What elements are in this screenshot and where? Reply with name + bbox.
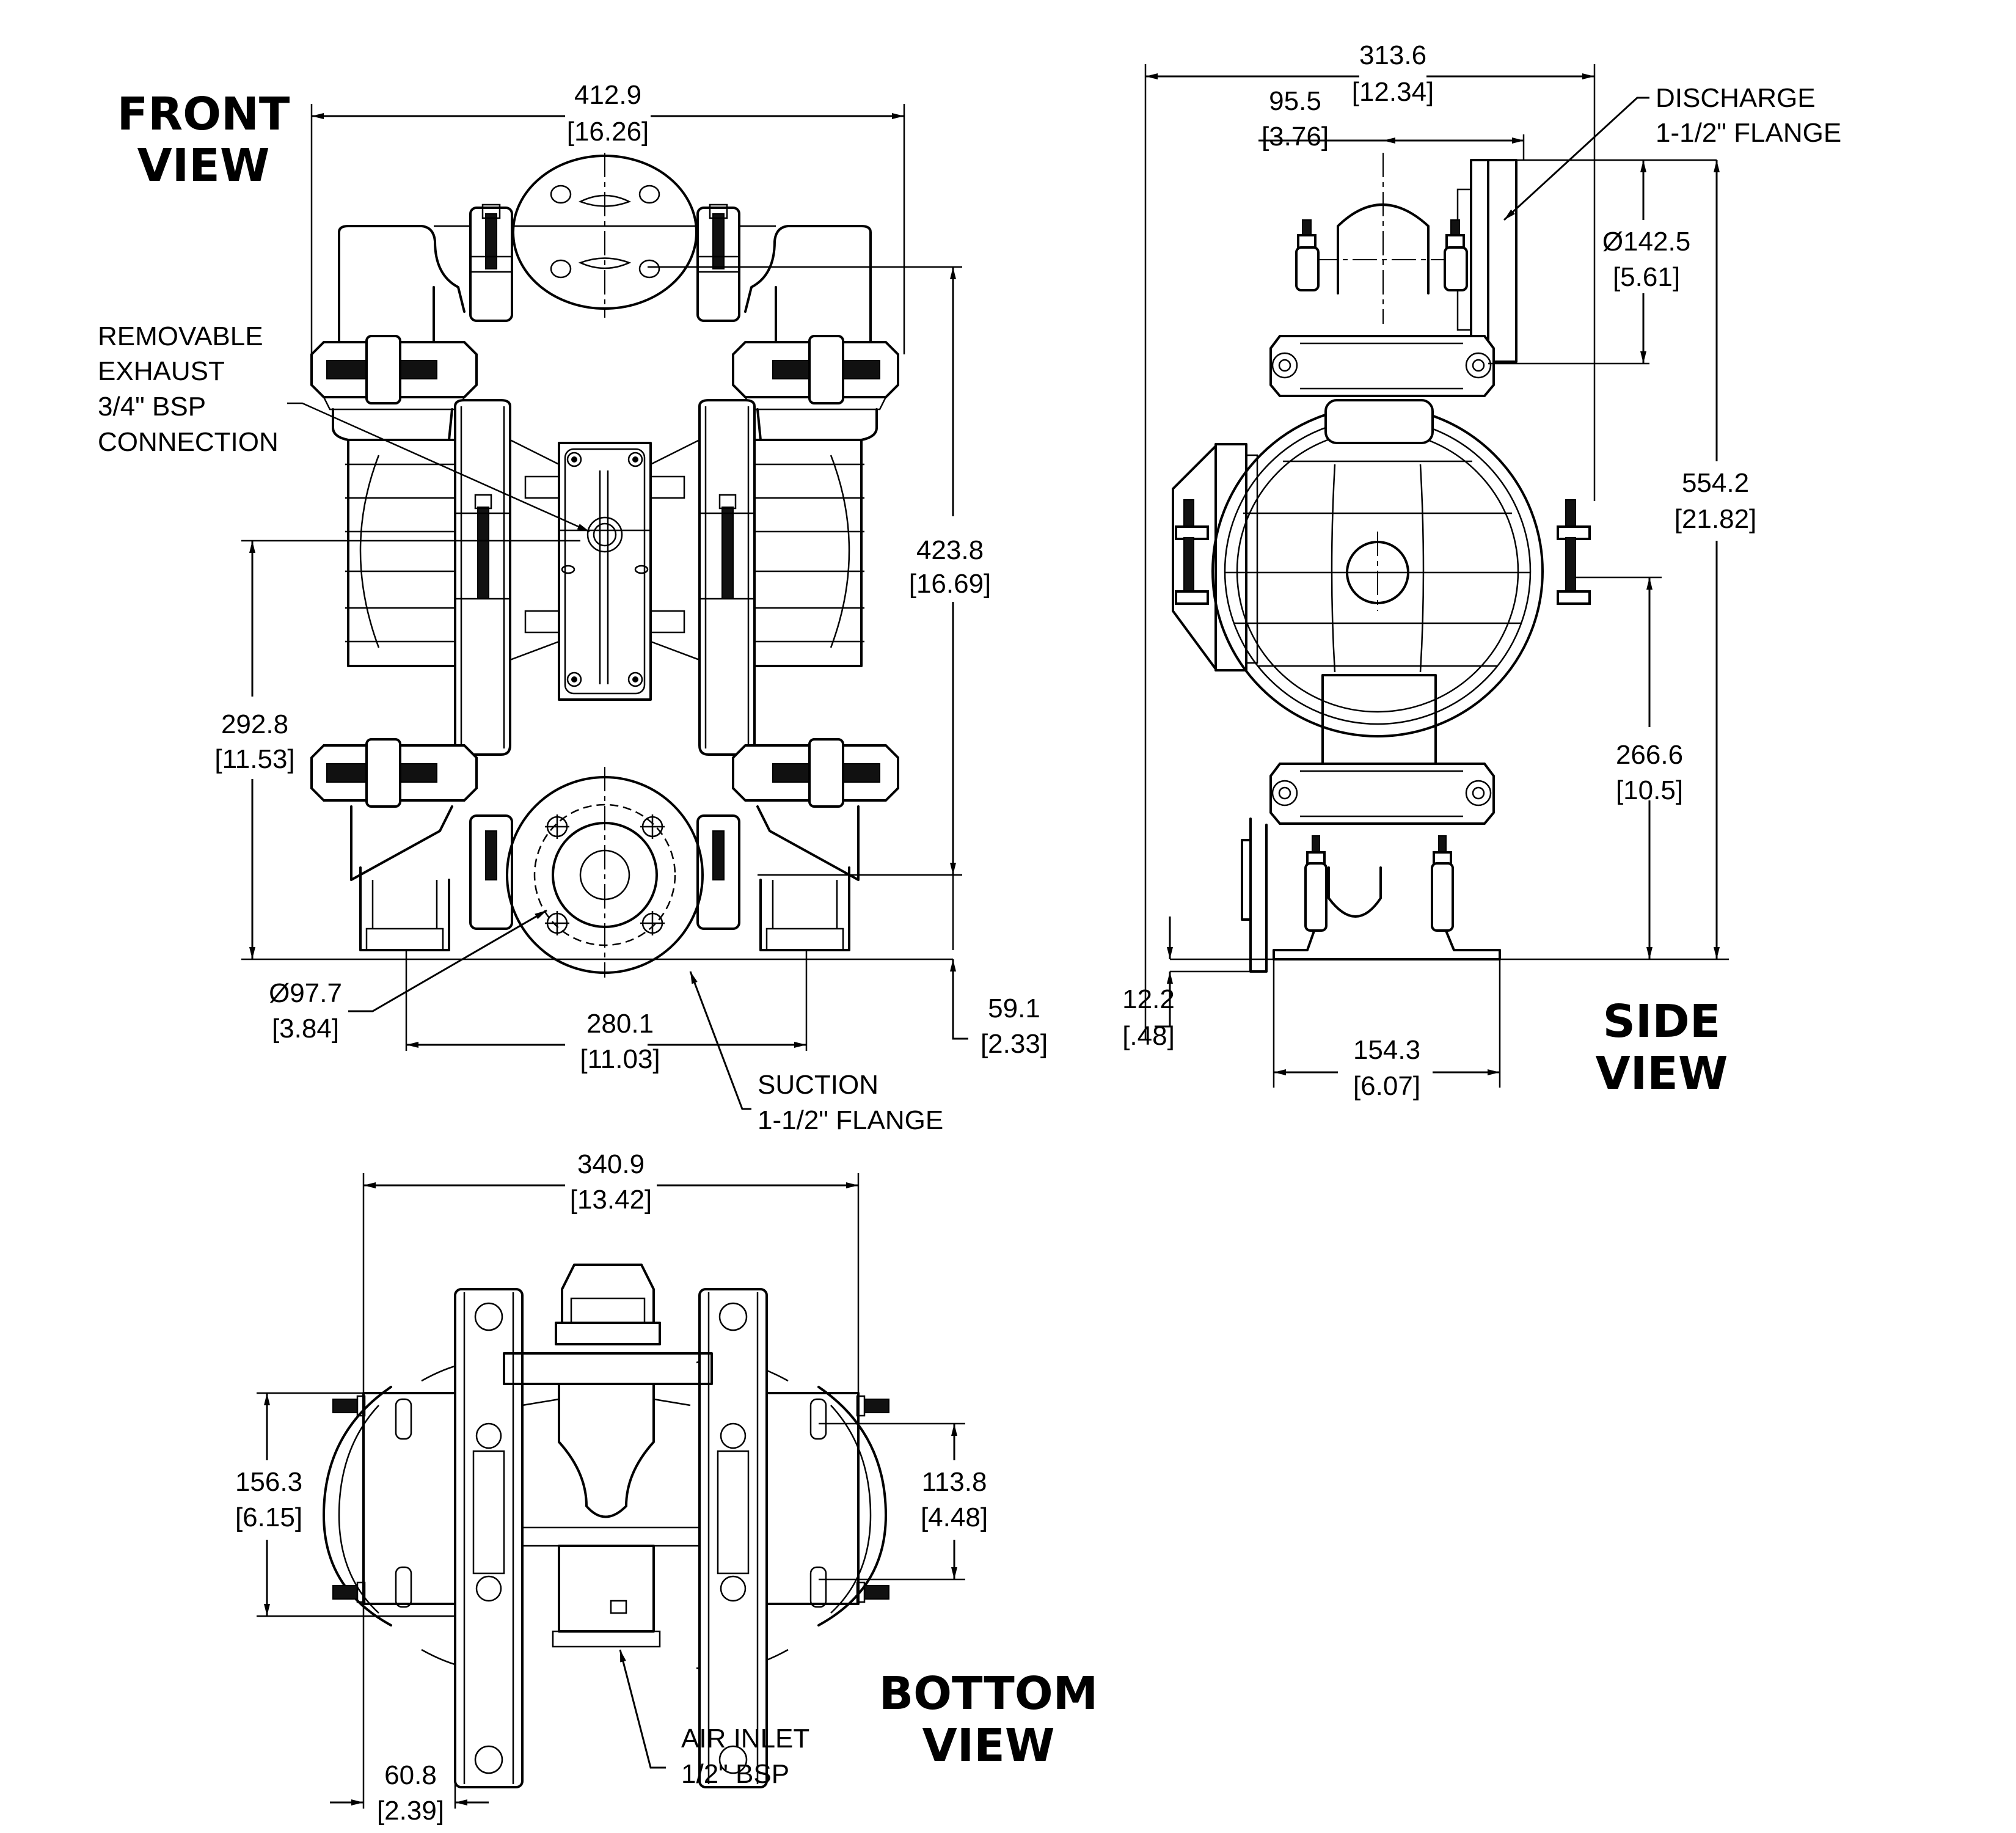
dim-discharge-offset-mm: 95.5 <box>1269 86 1321 116</box>
side-discharge-flange <box>1470 159 1489 363</box>
dim-bottom-width-in: [13.42] <box>570 1185 652 1215</box>
side-chamber-bolts <box>1175 499 1591 605</box>
front-suction-manifold <box>350 805 860 881</box>
side-chamber <box>1211 399 1544 737</box>
dim-bottom-width-mm: 340.9 <box>577 1149 645 1179</box>
front-suction-flange <box>506 767 704 978</box>
front-view-pump <box>310 153 899 978</box>
bottom-view-title-line1: BOTTOM <box>879 1667 1098 1720</box>
front-air-valve-body <box>509 439 700 701</box>
callout-discharge-line1: DISCHARGE <box>1656 83 1816 113</box>
bottom-view-title-line2: VIEW <box>922 1719 1055 1772</box>
side-base-foot <box>1273 835 1501 960</box>
front-manifold-right <box>744 225 872 343</box>
dim-foot-depth-mm: 154.3 <box>1353 1035 1420 1065</box>
bottom-cross-bar <box>503 1352 713 1385</box>
callout-air-inlet-line2: 1/2" BSP <box>681 1759 789 1789</box>
front-clamp-bottom-right <box>696 814 740 930</box>
bottom-view-pump <box>323 1264 889 1788</box>
dim-side-depth-mm: 313.6 <box>1359 40 1426 70</box>
dim-mount-right-mm: 113.8 <box>922 1467 987 1497</box>
bottom-ring-right <box>698 1288 768 1788</box>
bottom-center-body <box>503 1264 713 1648</box>
bottom-mount-left <box>362 1392 456 1605</box>
bottom-dimensions: 340.9 [13.42] 156.3 [6.15] 113.8 [4.48] … <box>235 1149 988 1826</box>
bottom-chamber-right <box>817 1386 887 1626</box>
dim-exhaust-height-mm: 292.8 <box>221 709 288 739</box>
callout-air-inlet-line1: AIR INLET <box>681 1724 809 1754</box>
dim-suction-height-mm: 59.1 <box>988 993 1040 1023</box>
callout-discharge-line2: 1-1/2" FLANGE <box>1656 118 1841 148</box>
dim-exhaust-height-in: [11.53] <box>214 744 294 774</box>
dim-discharge-flange-in: [5.61] <box>1613 262 1680 292</box>
side-dimensions: 313.6 [12.34] 95.5 [3.76] Ø142.5 [5.61] … <box>1122 40 1841 1101</box>
exhaust-port <box>586 516 623 553</box>
dim-bolt-circle-in: [3.84] <box>272 1014 339 1044</box>
dim-air-inlet-height-mm: 266.6 <box>1616 740 1683 770</box>
callout-exhaust-line2: EXHAUST <box>98 356 225 386</box>
front-clamp-upper-left <box>310 335 478 411</box>
dim-edge-offset-mm: 60.8 <box>384 1760 437 1790</box>
front-chamber-left <box>332 408 464 667</box>
callout-exhaust-line1: REMOVABLE <box>98 321 263 351</box>
front-diaphragm-clamp-right <box>698 399 756 756</box>
side-view-title-line1: SIDE <box>1603 995 1721 1048</box>
dim-edge-offset-in: [2.39] <box>377 1796 444 1826</box>
callout-suction-line2: 1-1/2" FLANGE <box>758 1105 943 1135</box>
dim-foot-spacing-in: [11.03] <box>580 1044 660 1074</box>
dim-total-height-in: [21.82] <box>1675 504 1757 534</box>
front-clamp-lower-right <box>732 738 899 808</box>
dim-front-width-in: [16.26] <box>567 117 649 147</box>
dim-foot-spacing-mm: 280.1 <box>586 1009 654 1039</box>
side-view-title: SIDE VIEW <box>1596 995 1728 1100</box>
front-diaphragm-clamp-left <box>454 399 511 756</box>
bottom-mount-studs <box>332 1395 889 1608</box>
dim-side-depth-in: [12.34] <box>1352 77 1434 107</box>
side-top-bolts <box>1295 219 1468 291</box>
side-suction-flange <box>1241 839 1252 921</box>
dim-mount-right-in: [4.48] <box>921 1502 988 1532</box>
dim-discharge-flange-mm: Ø142.5 <box>1602 227 1690 257</box>
front-clamp-bottom-left <box>469 814 513 930</box>
front-clamp-lower-left <box>310 738 478 808</box>
front-clamp-top-left <box>469 203 513 322</box>
callout-suction-line1: SUCTION <box>758 1070 878 1100</box>
side-air-valve-block <box>1172 443 1258 671</box>
dim-bolt-circle-mm: Ø97.7 <box>269 978 342 1008</box>
bottom-air-inlet <box>552 1630 661 1648</box>
front-clamp-top-right <box>696 203 740 322</box>
front-dimensions: 412.9 [16.26] 423.8 [16.69] 292.8 [11.53… <box>98 80 1048 1135</box>
bottom-ring-left <box>454 1288 524 1788</box>
front-manifold-left <box>338 225 466 343</box>
dim-mount-left-mm: 156.3 <box>235 1467 302 1497</box>
front-view-title-line1: FRONT <box>117 88 290 141</box>
dim-mount-left-in: [6.15] <box>235 1502 302 1532</box>
front-view-title-line2: VIEW <box>137 139 270 192</box>
dim-base-drop-mm: 12.2 <box>1122 984 1175 1014</box>
dim-discharge-height-mm: 423.8 <box>916 535 984 565</box>
front-foot-right <box>759 866 850 951</box>
front-foot-left <box>359 866 450 951</box>
dim-discharge-height-in: [16.69] <box>909 569 992 599</box>
side-view-pump <box>1172 153 1591 973</box>
bottom-view-title: BOTTOM VIEW <box>879 1667 1098 1772</box>
dim-foot-depth-in: [6.07] <box>1353 1071 1420 1101</box>
front-chamber-right <box>745 408 878 667</box>
side-lower-clamp <box>1269 763 1495 825</box>
side-view-title-line2: VIEW <box>1596 1047 1728 1100</box>
callout-exhaust-line4: CONNECTION <box>98 427 279 457</box>
front-view-title: FRONT VIEW <box>117 88 290 192</box>
dim-suction-height-in: [2.33] <box>981 1029 1048 1059</box>
dim-front-width-mm: 412.9 <box>574 80 641 110</box>
dim-total-height-mm: 554.2 <box>1682 468 1749 498</box>
side-upper-clamp <box>1269 335 1495 397</box>
dim-base-drop-in: [.48] <box>1122 1021 1175 1051</box>
dim-discharge-offset-in: [3.76] <box>1262 122 1329 152</box>
front-clamp-upper-right <box>732 335 899 411</box>
dim-air-inlet-height-in: [10.5] <box>1616 775 1683 805</box>
bottom-mount-right <box>765 1392 860 1605</box>
callout-exhaust-line3: 3/4" BSP <box>98 392 206 422</box>
